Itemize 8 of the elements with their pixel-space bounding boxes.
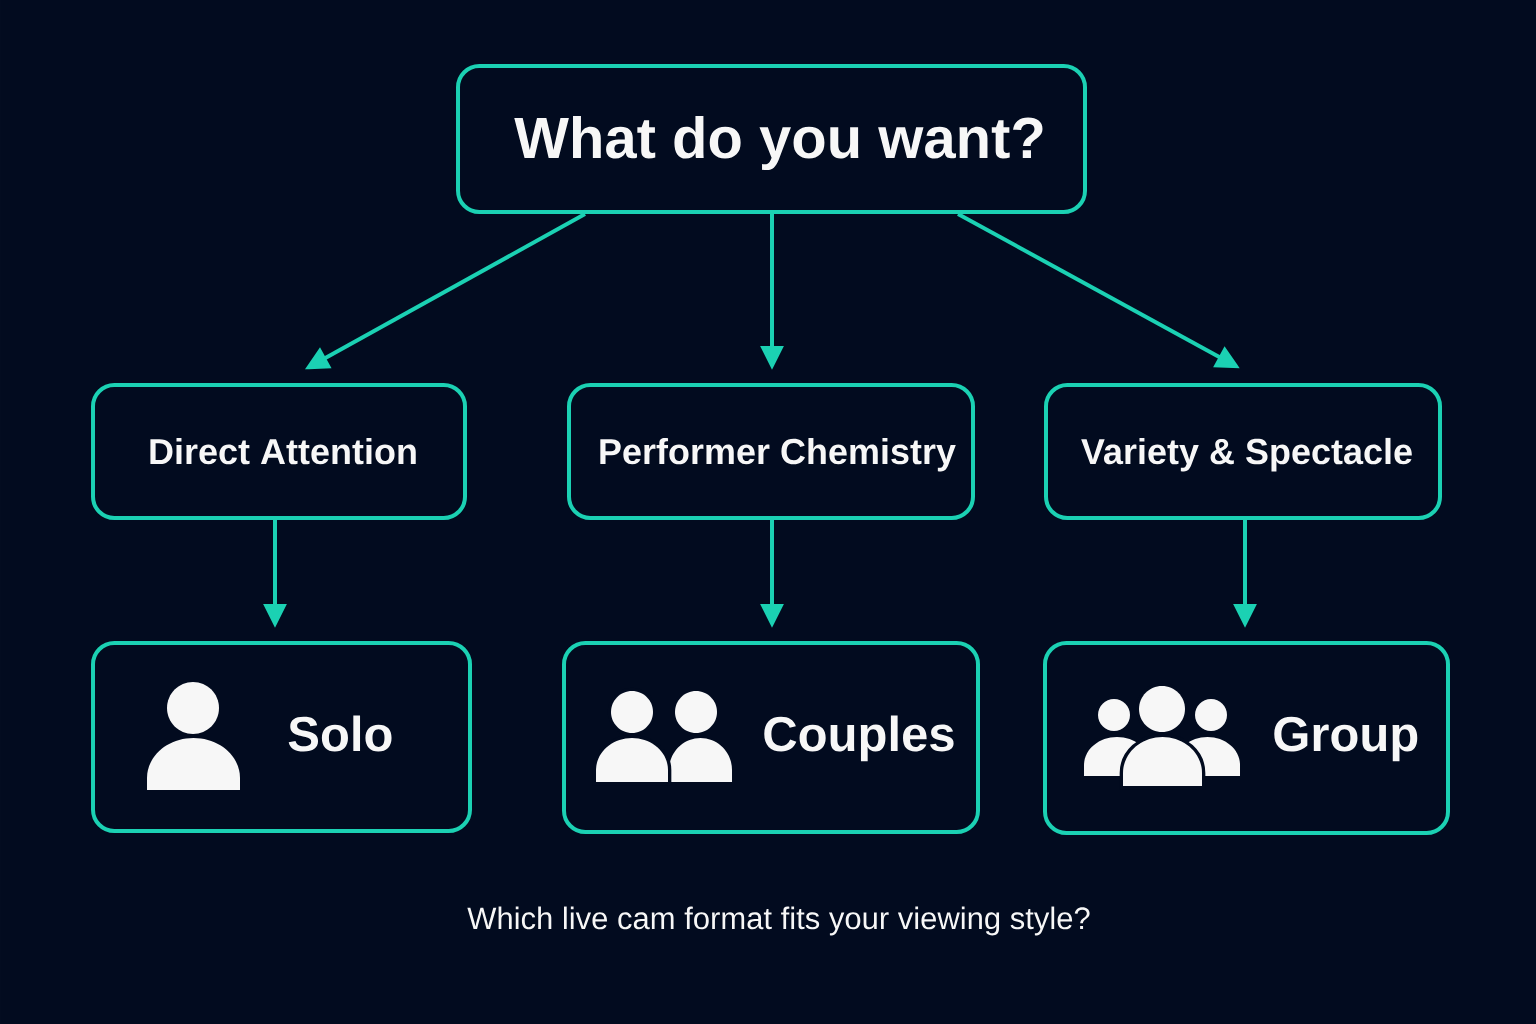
category-box: Direct Attention	[91, 383, 467, 520]
category-box: Performer Chemistry	[567, 383, 975, 520]
category-box: Variety & Spectacle	[1044, 383, 1442, 520]
caption: Which live cam format fits your viewing style?	[467, 906, 1090, 936]
format-box: Solo	[91, 641, 472, 833]
format-box: Couples	[562, 641, 980, 834]
question-box: What do you want?	[456, 64, 1087, 214]
format-box: Group	[1043, 641, 1450, 835]
